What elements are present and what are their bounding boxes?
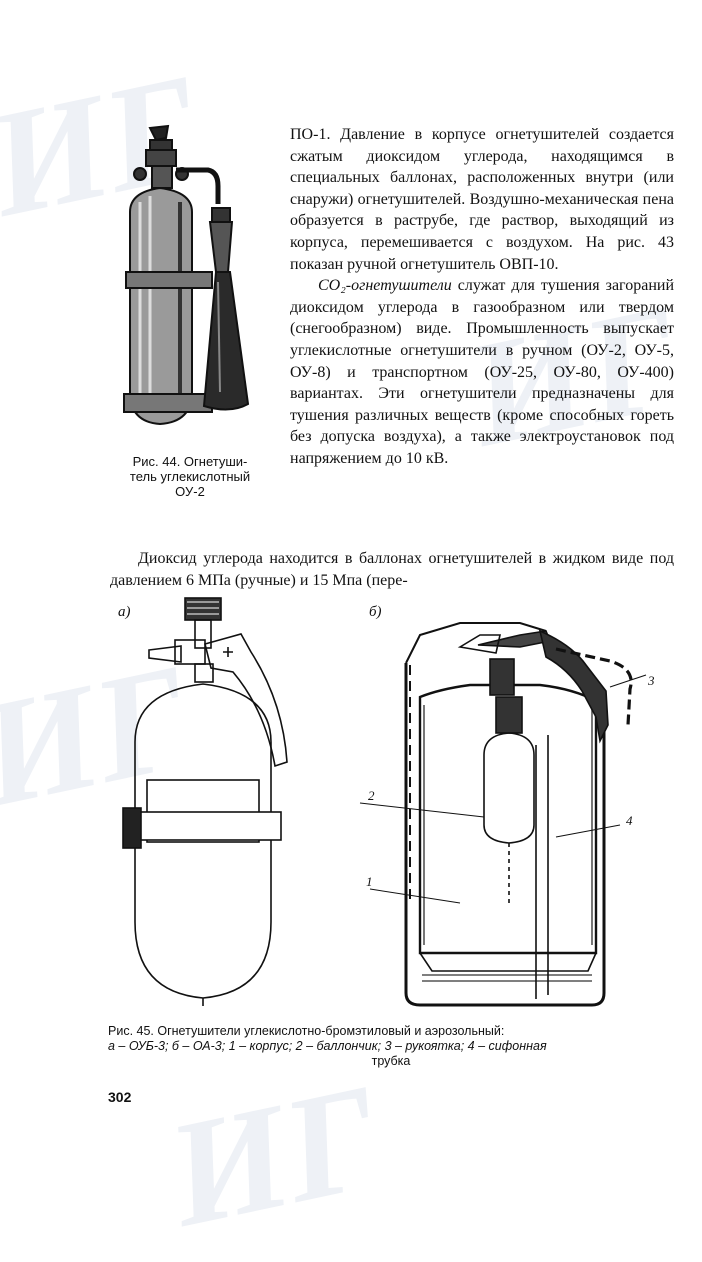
figure-44-extinguisher <box>123 124 250 426</box>
figure-44-caption-line-1: Рис. 44. Огнетуши- <box>132 454 248 469</box>
paragraph-2-term: СО₂-огнетушители <box>318 277 452 295</box>
figure-45b-label: б) <box>369 604 382 620</box>
watermark-bottom: ИГ <box>155 1053 393 1259</box>
body-text-bottom: Диоксид углерода находится в баллонах ог… <box>110 548 674 591</box>
figure-44-caption: Рис. 44. Огнетуши- тель углекислотный ОУ… <box>110 454 270 499</box>
callout-3: 3 <box>648 673 655 688</box>
body-text-top: ПО-1. Давление в корпусе огнетушителей с… <box>290 124 674 470</box>
figure-44-caption-line-2: тель углекислотный <box>129 469 251 484</box>
paragraph-2: СО₂-огнетушители служат для тушения заго… <box>290 275 674 469</box>
figure-45-caption-line-1: Рис. 45. Огнетушители углекислотно-бромэ… <box>108 1024 505 1038</box>
figure-44-caption-line-3: ОУ-2 <box>175 484 205 499</box>
paragraph-3: Диоксид углерода находится в баллонах ог… <box>110 550 674 589</box>
figure-45a-label: а) <box>118 604 131 620</box>
page-number: 302 <box>108 1089 132 1105</box>
figure-45b-extinguisher <box>359 622 647 1007</box>
callout-2: 2 <box>368 788 375 803</box>
figure-45-caption: Рис. 45. Огнетушители углекислотно-бромэ… <box>108 1024 674 1069</box>
figure-45-caption-line-3: трубка <box>371 1054 411 1068</box>
callout-4: 4 <box>626 813 633 828</box>
callout-1: 1 <box>366 874 373 889</box>
figure-45-caption-line-2: а – ОУБ-3; б – ОА-3; 1 – корпус; 2 – бал… <box>108 1039 547 1053</box>
figure-45a-extinguisher <box>122 597 288 1006</box>
paragraph-1: ПО-1. Давление в корпусе огнетушителей с… <box>290 126 674 273</box>
paragraph-2-text: служат для тушения загораний диоксидом у… <box>290 277 674 467</box>
